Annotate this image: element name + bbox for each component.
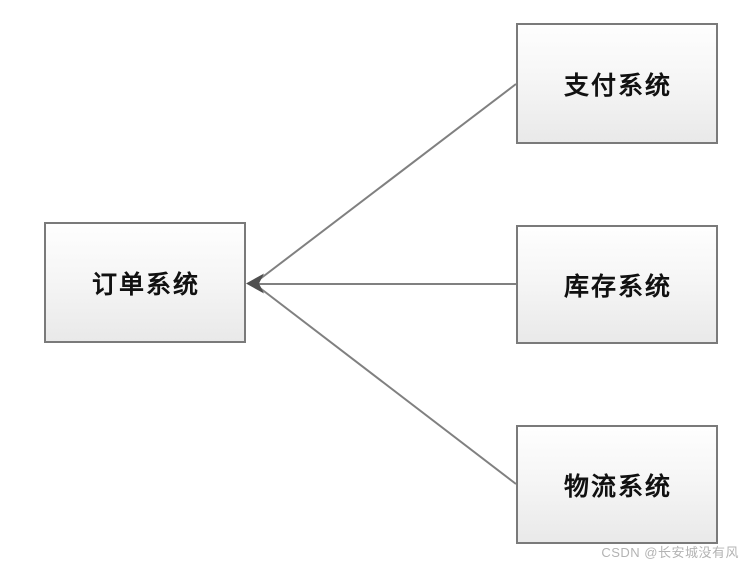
edge-arrowhead [246,273,264,294]
node-order-system-label: 订单系统 [91,270,200,299]
node-inventory-system: 库存系统 [516,225,718,344]
node-payment-system-label: 支付系统 [563,71,672,100]
node-payment-system: 支付系统 [516,23,718,144]
node-order-system: 订单系统 [44,222,246,343]
node-logistics-system: 物流系统 [516,425,718,544]
csdn-watermark: CSDN @长安城没有风 [601,545,739,560]
edge-logistics-to-order [255,284,517,485]
node-inventory-system-label: 库存系统 [563,272,672,301]
node-logistics-system-label: 物流系统 [563,472,672,501]
edge-payment-to-order [255,83,517,283]
